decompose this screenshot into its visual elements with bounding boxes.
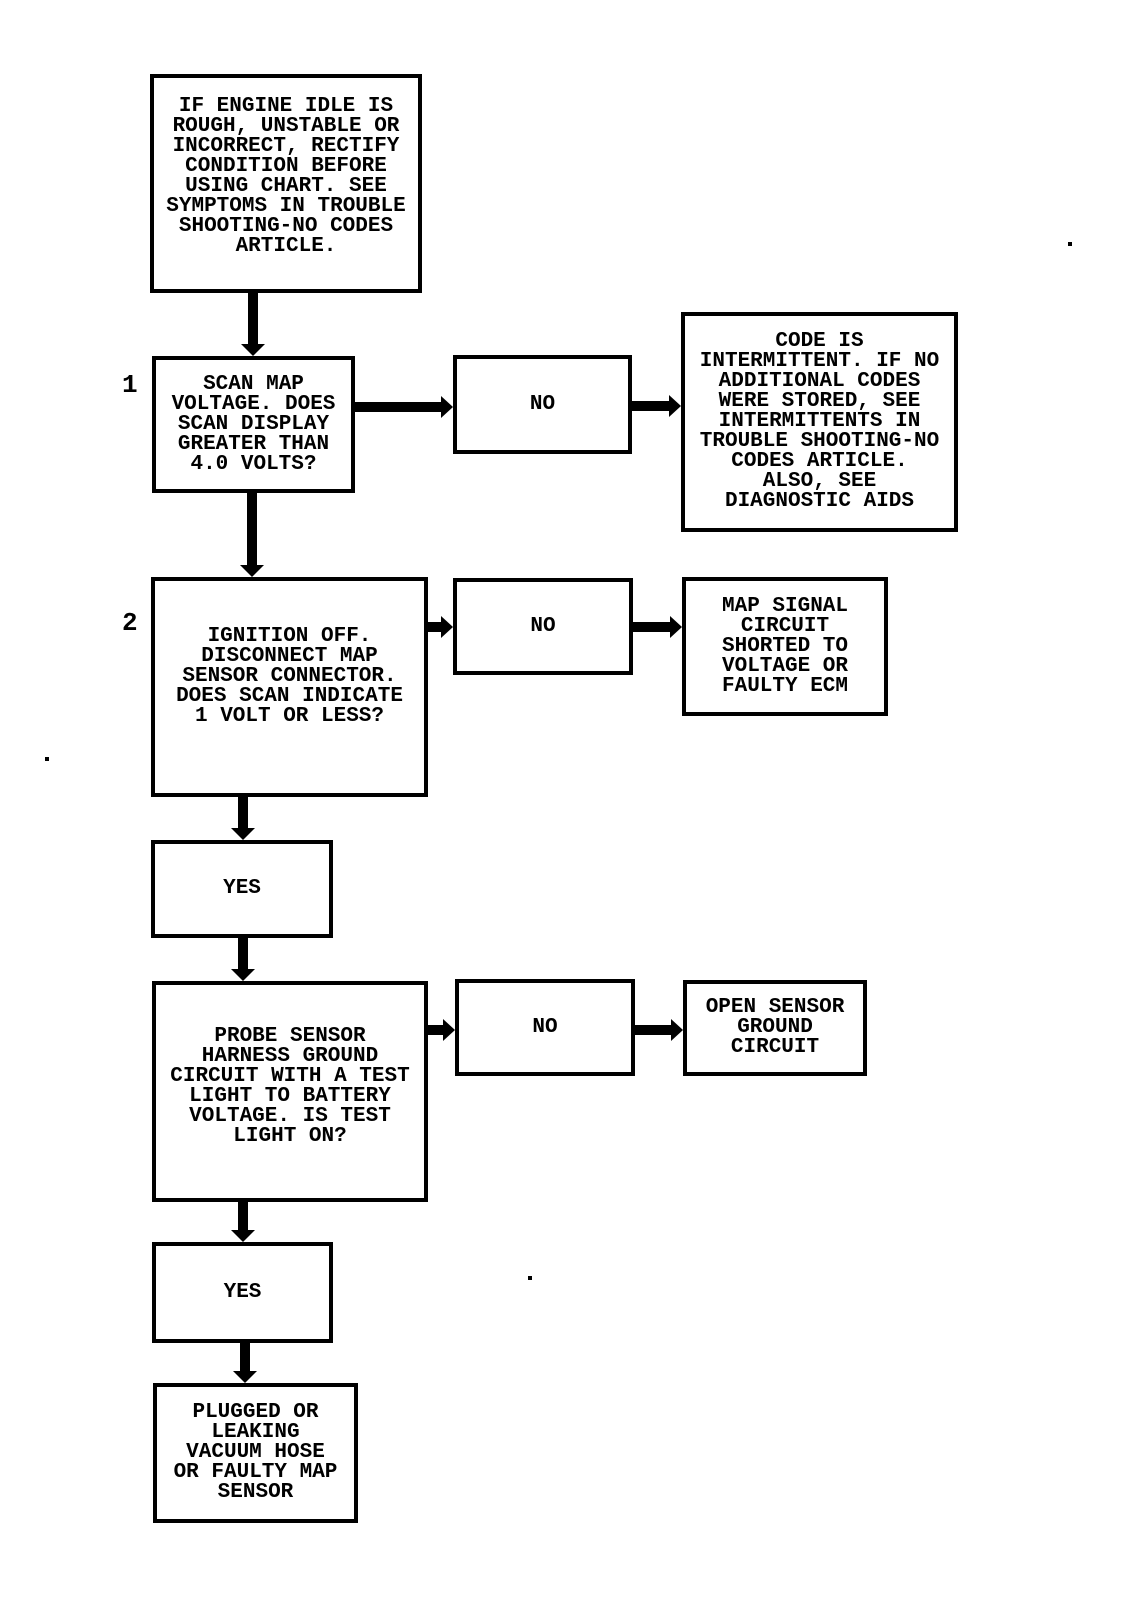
arrow-step1-to-step2: [240, 493, 264, 577]
step-number-1: 1: [122, 370, 138, 400]
yes-2-text: YES: [223, 1280, 262, 1304]
arrow-no1-to-intermittent: [632, 395, 681, 417]
open-sensor-ground-text: OPEN SENSOR GROUND CIRCUIT: [705, 996, 845, 1059]
code-intermittent-text: CODE IS INTERMITTENT. IF NO ADDITIONAL C…: [699, 330, 940, 513]
map-signal-shorted-text: MAP SIGNAL CIRCUIT SHORTED TO VOLTAGE OR…: [721, 594, 849, 698]
arrow-probe-to-yes2: [231, 1202, 255, 1242]
arrow-yes1-to-probe: [231, 938, 255, 981]
flowchart-box-precondition: IF ENGINE IDLE IS ROUGH, UNSTABLE OR INC…: [150, 74, 422, 293]
scan-speck: [528, 1276, 532, 1280]
flowchart-box-no-1: NO: [453, 355, 632, 454]
probe-question-text: PROBE SENSOR HARNESS GROUND CIRCUIT WITH…: [170, 1024, 410, 1148]
flowchart-box-no-3: NO: [455, 979, 635, 1076]
flowchart-box-yes-1: YES: [151, 840, 333, 938]
scan-speck: [45, 757, 49, 761]
flowchart-box-probe-question: PROBE SENSOR HARNESS GROUND CIRCUIT WITH…: [152, 981, 428, 1202]
flowchart-box-open-sensor-ground: OPEN SENSOR GROUND CIRCUIT: [683, 980, 867, 1076]
arrow-probe-to-no3: [428, 1019, 455, 1041]
flowchart-box-map-signal-shorted: MAP SIGNAL CIRCUIT SHORTED TO VOLTAGE OR…: [682, 577, 888, 716]
flowchart-box-step2-question: IGNITION OFF. DISCONNECT MAP SENSOR CONN…: [151, 577, 428, 797]
flowchart-box-step1-question: SCAN MAP VOLTAGE. DOES SCAN DISPLAY GREA…: [152, 356, 355, 493]
arrow-yes2-to-plugged: [233, 1343, 257, 1383]
flowchart-box-yes-2: YES: [152, 1242, 333, 1343]
no-3-text: NO: [532, 1015, 558, 1039]
arrow-no3-to-open-ground: [635, 1019, 683, 1041]
scan-speck: [1068, 242, 1072, 246]
flowchart-box-no-2: NO: [453, 578, 633, 675]
no-1-text: NO: [529, 392, 556, 416]
flowchart-box-code-intermittent: CODE IS INTERMITTENT. IF NO ADDITIONAL C…: [681, 312, 958, 532]
step-number-2: 2: [122, 608, 138, 638]
step2-question-text: IGNITION OFF. DISCONNECT MAP SENSOR CONN…: [176, 625, 403, 728]
arrow-no2-to-map-signal: [633, 616, 682, 638]
plugged-hose-text: PLUGGED OR LEAKING VACUUM HOSE OR FAULTY…: [173, 1401, 338, 1504]
flowchart-box-plugged-hose: PLUGGED OR LEAKING VACUUM HOSE OR FAULTY…: [153, 1383, 358, 1523]
arrow-step1-to-no1: [355, 396, 453, 418]
arrow-precondition-to-step1: [241, 293, 265, 356]
no-2-text: NO: [530, 614, 556, 638]
arrow-step2-to-yes1: [231, 797, 255, 840]
yes-1-text: YES: [223, 877, 261, 900]
precondition-text: IF ENGINE IDLE IS ROUGH, UNSTABLE OR INC…: [166, 94, 406, 258]
arrow-step2-to-no2: [428, 616, 453, 638]
step1-question-text: SCAN MAP VOLTAGE. DOES SCAN DISPLAY GREA…: [171, 372, 336, 476]
